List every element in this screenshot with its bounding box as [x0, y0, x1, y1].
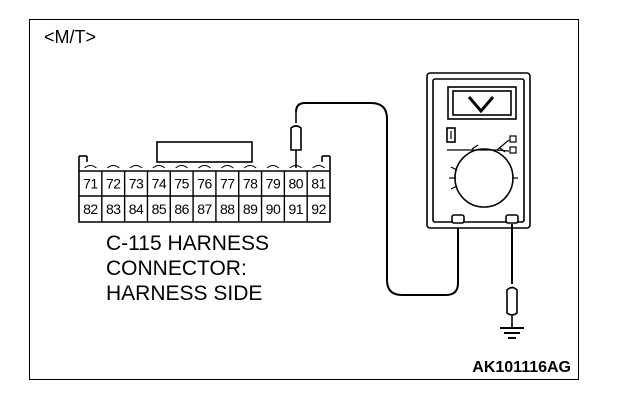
- pin-label-80: 80: [288, 176, 303, 192]
- pin-label-76: 76: [197, 176, 212, 192]
- connector-caption: C-115 HARNESS CONNECTOR: HARNESS SIDE: [106, 231, 269, 306]
- pin-label-79: 79: [266, 176, 281, 192]
- pin-latch-mark: [152, 165, 166, 169]
- pin-latch-mark: [312, 165, 325, 169]
- pin-latch-mark: [129, 165, 143, 169]
- connector-lock-tab: [156, 141, 253, 163]
- pin-label-74: 74: [152, 176, 167, 192]
- pin-label-72: 72: [106, 176, 121, 192]
- pin-label-90: 90: [266, 201, 281, 217]
- pin-label-85: 85: [152, 201, 167, 217]
- pin-latch-mark: [106, 165, 120, 169]
- multimeter: [426, 72, 531, 229]
- pin-label-88: 88: [220, 201, 235, 217]
- connector-pin-labels: 71 72 73 74 75 76 77 78 79 80 81 82 83 84 85 86 87 88 89 90…: [83, 176, 327, 218]
- pin-latch-mark: [243, 165, 257, 169]
- pin-label-83: 83: [106, 201, 121, 217]
- meter-jack-com: [451, 214, 465, 224]
- pin-label-86: 86: [174, 201, 189, 217]
- pin-label-87: 87: [197, 201, 212, 217]
- caption-line-2: CONNECTOR:: [106, 257, 247, 280]
- pin-label-71: 71: [83, 176, 98, 192]
- pin-label-77: 77: [220, 176, 235, 192]
- probe-pin-80: [290, 102, 459, 296]
- connector-body: [78, 156, 331, 223]
- pin-label-91: 91: [288, 201, 303, 217]
- figure-code: AK101116AG: [472, 359, 571, 376]
- pin-latch-mark: [266, 165, 280, 169]
- connector-pin-grid: [79, 165, 330, 222]
- voltage-v-icon: [467, 96, 495, 114]
- meter-display: [447, 86, 517, 120]
- ground-symbol-icon: [500, 327, 524, 339]
- caption-line-1: C-115 HARNESS: [106, 232, 269, 255]
- pin-label-82: 82: [83, 201, 98, 217]
- pin-label-78: 78: [243, 176, 258, 192]
- pin-label-81: 81: [311, 176, 326, 192]
- caption-line-3: HARNESS SIDE: [106, 282, 263, 305]
- pin-latch-mark: [175, 165, 189, 169]
- pin-label-84: 84: [129, 201, 144, 217]
- pin-label-92: 92: [311, 201, 326, 217]
- meter-jack-v: [505, 214, 519, 224]
- pin-label-75: 75: [174, 176, 189, 192]
- variant-label: <M/T>: [44, 27, 97, 47]
- pin-label-89: 89: [243, 201, 258, 217]
- diagram-frame: [29, 19, 579, 380]
- pin-label-73: 73: [129, 176, 144, 192]
- pin-latch-mark: [84, 165, 97, 169]
- pin-latch-mark: [198, 165, 211, 169]
- pin-latch-mark: [220, 165, 234, 169]
- ground-lead: [506, 224, 518, 328]
